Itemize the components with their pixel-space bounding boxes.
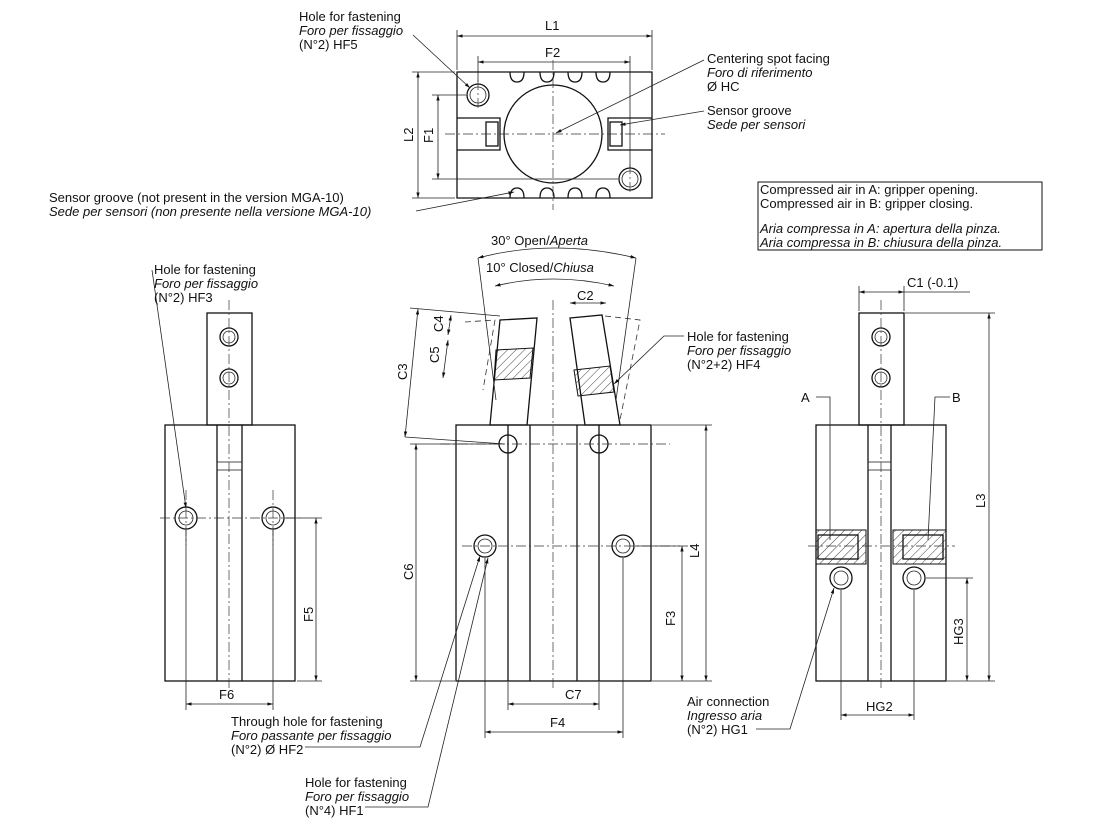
dim-L4: L4: [687, 544, 702, 558]
dim-F5: F5: [301, 607, 316, 622]
angle-open-label: 30° Open/Aperta: [491, 233, 588, 248]
hf5-subtitle: Foro per fissaggio: [299, 23, 403, 38]
note-line-2: Compressed air in B: gripper closing.: [760, 196, 973, 211]
hf2-subtitle: Foro passante per fissaggio: [231, 728, 391, 743]
note-line-4: Aria compressa in B: chiusura della pinz…: [759, 235, 1002, 250]
hg1-title: Air connection: [687, 694, 769, 709]
dim-C5: C5: [427, 346, 442, 363]
port-b-label: B: [952, 390, 961, 405]
hf4-code: (N°2+2) HF4: [687, 357, 760, 372]
hf2-title: Through hole for fastening: [231, 714, 383, 729]
sensor-right-subtitle: Sede per sensori: [707, 117, 806, 132]
center-view-labels: 30° Open/Aperta 10° Closed/Chiusa C2 C3 …: [231, 233, 791, 818]
dim-F1: F1: [421, 128, 436, 143]
dim-C1: C1 (-0.1): [907, 275, 958, 290]
hg1-subtitle: Ingresso aria: [687, 708, 762, 723]
dim-L3: L3: [973, 494, 988, 508]
hf1-subtitle: Foro per fissaggio: [305, 789, 409, 804]
hf4-title: Hole for fastening: [687, 329, 789, 344]
dim-C4: C4: [431, 315, 446, 332]
top-view-labels: Hole for fastening Foro per fissaggio (N…: [49, 9, 830, 219]
sensor-right-title: Sensor groove: [707, 103, 792, 118]
left-view-labels: Hole for fastening Foro per fissaggio (N…: [154, 262, 316, 702]
left-view: [151, 269, 322, 710]
hf5-title: Hole for fastening: [299, 9, 401, 24]
right-view: [756, 286, 995, 730]
dim-L2: L2: [401, 128, 416, 142]
dim-HG3: HG3: [951, 618, 966, 645]
hf1-code: (N°4) HF1: [305, 803, 364, 818]
port-a-label: A: [801, 390, 810, 405]
note-line-1: Compressed air in A: gripper opening.: [760, 182, 978, 197]
hc-subtitle: Foro di riferimento: [707, 65, 812, 80]
dim-C6: C6: [401, 563, 416, 580]
hf3-subtitle: Foro per fissaggio: [154, 276, 258, 291]
dim-C7: C7: [565, 687, 582, 702]
angle-closed-label: 10° Closed/Chiusa: [486, 260, 594, 275]
dim-C2: C2: [577, 288, 594, 303]
dim-HG2: HG2: [866, 699, 893, 714]
center-view: [305, 247, 712, 808]
dim-C3: C3: [395, 363, 410, 380]
dim-F4: F4: [550, 715, 565, 730]
hg1-code: (N°2) HG1: [687, 722, 748, 737]
hf4-subtitle: Foro per fissaggio: [687, 343, 791, 358]
dim-F3: F3: [663, 611, 678, 626]
hf5-code: (N°2) HF5: [299, 37, 358, 52]
hf3-title: Hole for fastening: [154, 262, 256, 277]
dim-F2: F2: [545, 45, 560, 60]
hc-code: Ø HC: [707, 79, 740, 94]
dim-F6: F6: [219, 687, 234, 702]
note-line-3: Aria compressa in A: apertura della pinz…: [759, 221, 1001, 236]
hf1-title: Hole for fastening: [305, 775, 407, 790]
sensor-left-subtitle: Sede per sensori (non presente nella ver…: [49, 204, 371, 219]
hc-title: Centering spot facing: [707, 51, 830, 66]
hf3-code: (N°2) HF3: [154, 290, 213, 305]
sensor-left-title: Sensor groove (not present in the versio…: [49, 190, 344, 205]
right-view-labels: A B C1 (-0.1) L3 HG3 HG2 Air connection …: [687, 275, 988, 737]
note-box: Compressed air in A: gripper opening. Co…: [757, 181, 1043, 251]
top-view: [412, 30, 705, 212]
dim-L1: L1: [545, 18, 559, 33]
hf2-code: (N°2) Ø HF2: [231, 742, 303, 757]
